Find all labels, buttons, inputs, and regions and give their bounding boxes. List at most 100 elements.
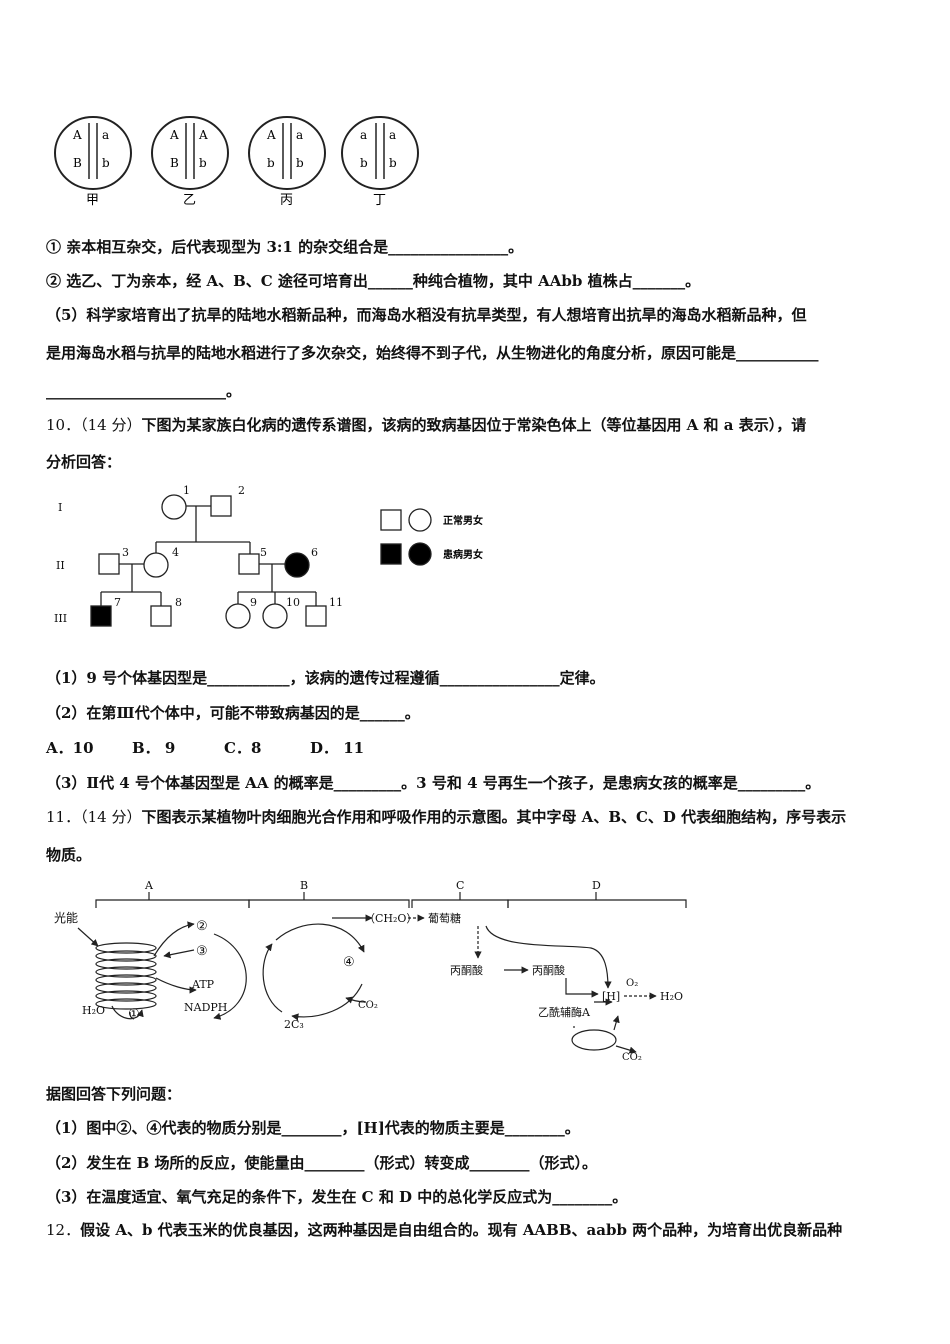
individual-6	[284, 552, 310, 578]
q11-stem2: 物质。	[46, 846, 92, 864]
gene-label: a	[360, 128, 367, 142]
q9-line1: ① 亲本相互杂交，后代表现型为 3:1 的杂交组合是______________…	[46, 238, 524, 256]
individual-number: 10	[286, 596, 300, 609]
ch2o-label: （CH₂O）	[364, 912, 417, 925]
region-label-c: C	[456, 879, 464, 892]
substance-4-label: ④	[343, 955, 355, 970]
gene-label: A	[198, 128, 208, 142]
pyruvate-label-d: 丙酮酸	[532, 963, 565, 977]
glucose-label: 葡萄糖	[428, 911, 461, 925]
substance-2-label: ②	[196, 919, 208, 934]
water-out-label: H₂O	[660, 990, 683, 1003]
generation-label: II	[56, 559, 65, 572]
q12-stem-text: 假设 A、b 代表玉米的优良基因，这两种基因是自由组合的。现有 AABB、aab…	[80, 1221, 843, 1239]
individual-10	[262, 603, 288, 629]
q10-sub1: （1）9 号个体基因型是___________，该病的遗传过程遵循_______…	[46, 669, 605, 687]
cell-jia: A a B b	[54, 116, 132, 190]
cell-caption: 甲	[86, 193, 99, 208]
q11-stem-text: 下图表示某植物叶肉细胞光合作用和呼吸作用的示意图。其中字母 A、B、C、D 代表…	[141, 808, 847, 826]
gene-label: a	[102, 128, 109, 142]
gene-label: b	[199, 156, 207, 170]
individual-number: 9	[250, 596, 257, 609]
cell-bing: A a b b	[248, 116, 326, 190]
individual-number: 8	[175, 596, 182, 609]
acetyl-coa-label: 乙酰辅酶A	[538, 1005, 591, 1019]
gene-label: B	[170, 156, 179, 170]
q10-stem-text: 下图为某家族白化病的遗传系谱图，该病的致病基因位于常染色体上（等位基因用 A 和…	[141, 416, 807, 434]
q10-number: 10．（14 分）	[46, 416, 142, 434]
gene-label: A	[266, 128, 276, 142]
individual-11	[305, 605, 327, 627]
q10-stem2: 分析回答：	[46, 453, 122, 471]
q11-number: 11．（14 分）	[46, 808, 142, 826]
individual-3	[98, 553, 120, 575]
individual-9	[225, 603, 251, 629]
region-label-b: B	[300, 879, 308, 892]
gene-label: b	[360, 156, 368, 170]
co2-d-label: CO₂	[622, 1052, 642, 1063]
option-b: B． 9	[132, 739, 176, 757]
co2-b-label: CO₂	[358, 1000, 378, 1011]
water-in-label: H₂O	[82, 1004, 105, 1017]
q11-stem: 11．（14 分）下图表示某植物叶肉细胞光合作用和呼吸作用的示意图。其中字母 A…	[46, 807, 846, 827]
cell-diagrams: A a B b A A B b A a b b a a b b 甲 乙 丙 丁	[54, 116, 419, 208]
gene-label: b	[296, 156, 304, 170]
nadph-label: NADPH	[184, 1001, 227, 1014]
q11-sub2: （2）发生在 B 场所的反应，使能量由________（形式）转变成______…	[46, 1154, 598, 1172]
gene-label: b	[267, 156, 275, 170]
region-label-a: A	[144, 879, 154, 892]
gene-label: a	[296, 128, 303, 142]
q12-number: 12．	[46, 1221, 81, 1239]
individual-number: 1	[183, 484, 190, 497]
individual-number: 11	[329, 596, 343, 609]
cell-caption: 丙	[280, 193, 293, 208]
option-d: D． 11	[310, 739, 365, 757]
cell-caption: 乙	[183, 193, 196, 208]
substance-3-label: ③	[196, 944, 208, 959]
generation-label: I	[58, 501, 62, 514]
individual-7	[90, 605, 112, 627]
photosynthesis-respiration-diagram: A B C D 光能 H₂O ① ② ③ ATP NADPH ④ 2C₃ CO₂…	[54, 879, 687, 1063]
generation-label: III	[54, 612, 67, 625]
individual-8	[150, 605, 172, 627]
q10-sub2: （2）在第Ⅲ代个体中，可能不带致病基因的是______。	[46, 704, 420, 722]
pyruvate-label-c: 丙酮酸	[450, 963, 483, 977]
substance-1-label: ①	[128, 1007, 140, 1022]
individual-2	[210, 495, 232, 517]
q10-sub3: （3）Ⅱ代 4 号个体基因型是 AA 的概率是_________。3 号和 4 …	[46, 774, 821, 792]
individual-number: 3	[122, 546, 129, 559]
option-c: C．8	[224, 739, 262, 757]
q9-line2: ② 选乙、丁为亲本，经 A、B、C 途径可培育出______种纯合植物，其中 A…	[46, 272, 701, 290]
q9-line3: （5）科学家培育出了抗旱的陆地水稻新品种，而海岛水稻没有抗旱类型，有人想培育出抗…	[46, 306, 807, 324]
oxygen-label: O₂	[626, 978, 638, 989]
q10-options: A．10 B． 9 C．8 D． 11	[46, 738, 364, 758]
individual-4	[143, 552, 169, 578]
individual-number: 2	[238, 484, 245, 497]
c3-label: 2C₃	[284, 1018, 304, 1031]
gene-label: A	[72, 128, 82, 142]
q9-line4: 是用海岛水稻与抗旱的陆地水稻进行了多次杂交，始终得不到子代，从生物进化的角度分析…	[46, 344, 819, 362]
individual-number: 4	[172, 546, 179, 559]
cell-ding: a a b b	[341, 116, 419, 190]
q11-sub1: （1）图中②、④代表的物质分别是________，[H]代表的物质主要是____…	[46, 1119, 580, 1137]
atp-label: ATP	[191, 978, 215, 991]
nadh-label: [H]	[602, 990, 620, 1003]
region-label-d: D	[592, 879, 601, 892]
q9-line5: ________________________。	[46, 382, 242, 400]
gene-label: b	[102, 156, 110, 170]
light-energy-label: 光能	[54, 911, 78, 925]
individual-number: 6	[311, 546, 318, 559]
option-a: A．10	[46, 739, 94, 757]
cell-caption: 丁	[373, 193, 386, 208]
individual-number: 7	[114, 596, 121, 609]
gene-label: a	[389, 128, 396, 142]
individual-5	[238, 553, 260, 575]
pedigree-legend	[380, 508, 432, 566]
legend-normal-label: 正常男女	[443, 514, 483, 527]
q12-stem: 12．假设 A、b 代表玉米的优良基因，这两种基因是自由组合的。现有 AABB、…	[46, 1220, 842, 1240]
gene-label: B	[73, 156, 82, 170]
gene-label: b	[389, 156, 397, 170]
pedigree-chart: I II III 1 2 3 4 5 6 7 8 9 10 11 正常男女 患病…	[54, 484, 483, 629]
q11-prompt: 据图回答下列问题：	[46, 1085, 182, 1103]
q11-sub3: （3）在温度适宜、氧气充足的条件下，发生在 C 和 D 中的总化学反应式为___…	[46, 1188, 628, 1206]
